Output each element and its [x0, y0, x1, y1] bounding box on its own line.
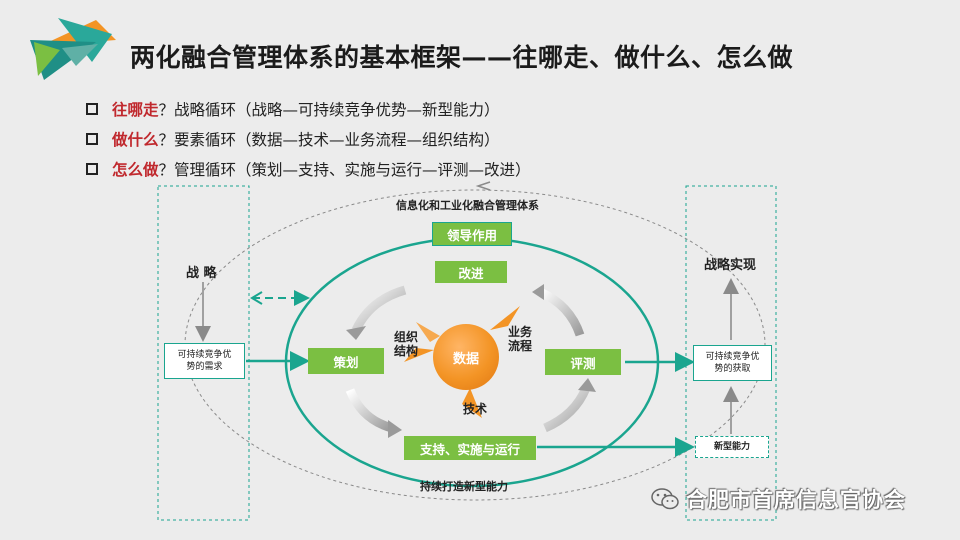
- new-capability-box: 新型能力: [695, 436, 769, 458]
- business-arrow: [490, 306, 520, 330]
- leadership-box: 领导作用: [432, 222, 512, 246]
- page-title: 两化融合管理体系的基本框架——往哪走、做什么、怎么做: [130, 43, 794, 72]
- evaluate-box: 评测: [545, 349, 621, 375]
- bottom-label: 持续打造新型能力: [420, 480, 508, 493]
- support-box: 支持、实施与运行: [404, 436, 536, 460]
- data-center-circle: 数据: [433, 324, 499, 390]
- plan-box: 策划: [308, 348, 384, 374]
- cycle-arrow-top-left: [351, 285, 407, 333]
- strategy-result-title: 战略实现: [704, 258, 757, 273]
- outer-label: 信息化和工业化融合管理体系: [396, 199, 539, 212]
- bullet-text: ？要素循环（数据—技术—业务流程—组织结构）: [158, 131, 500, 149]
- cycle-arrow-bottom-left: [345, 388, 394, 433]
- tech-arrow: [462, 388, 482, 418]
- demand-box: 可持续竞争优势的需求: [164, 343, 245, 379]
- improve-box: 改进: [435, 261, 507, 283]
- square-bullet-icon: [86, 133, 98, 145]
- bullet-item: 往哪走 ？战略循环（战略—可持续竞争优势—新型能力）: [86, 94, 531, 124]
- square-bullet-icon: [86, 103, 98, 115]
- square-bullet-icon: [86, 163, 98, 175]
- org-structure-label: 组织结构: [394, 330, 419, 358]
- bullet-keyword: 往哪走: [112, 101, 159, 119]
- org-arrow: [404, 348, 434, 362]
- cycle-arrow-bottom-right: [543, 386, 591, 433]
- org-arrow-2: [416, 322, 440, 342]
- tech-label: 技术: [463, 402, 488, 416]
- wechat-icon: [651, 488, 679, 510]
- strategy-title: 战 略: [186, 266, 217, 281]
- bullet-keyword: 做什么: [112, 131, 159, 149]
- bullet-text: ？管理循环（策划—支持、实施与运行—评测—改进）: [158, 161, 531, 179]
- logo-triangles-icon: [30, 18, 116, 80]
- business-process-label: 业务流程: [508, 325, 533, 353]
- outer-arrowhead: [475, 181, 491, 191]
- bullet-keyword: 怎么做: [112, 161, 159, 179]
- watermark: 合肥市首席信息官协会: [650, 484, 906, 514]
- cycle-arrow-top-right: [538, 287, 585, 337]
- bullet-text: ？战略循环（战略—可持续竞争优势—新型能力）: [158, 101, 500, 119]
- left-panel: [157, 185, 250, 521]
- bullet-list: 往哪走 ？战略循环（战略—可持续竞争优势—新型能力） 做什么 ？要素循环（数据—…: [86, 94, 531, 184]
- bidirectional-arrowhead-left: [250, 291, 263, 305]
- acquire-box: 可持续竞争优势的获取: [693, 345, 772, 381]
- bullet-item: 做什么 ？要素循环（数据—技术—业务流程—组织结构）: [86, 124, 531, 154]
- bullet-item: 怎么做 ？管理循环（策划—支持、实施与运行—评测—改进）: [86, 154, 531, 184]
- watermark-text: 合肥市首席信息官协会: [686, 488, 906, 512]
